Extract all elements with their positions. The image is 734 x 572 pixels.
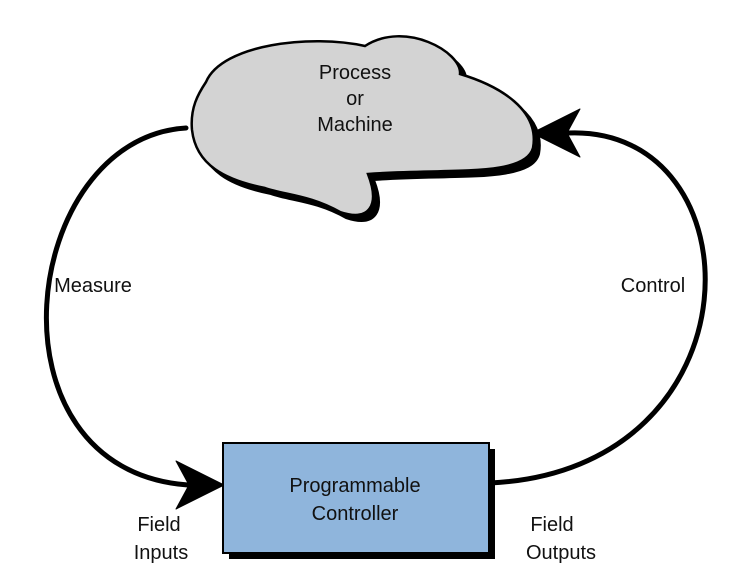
process-label-line1: Process	[319, 62, 391, 84]
controller-label-line2: Controller	[312, 503, 399, 525]
control-label: Control	[621, 275, 685, 297]
field-inputs-label-line2: Inputs	[134, 542, 188, 564]
field-inputs-label-line1: Field	[137, 514, 180, 536]
controller-box	[222, 442, 490, 554]
control-arrowhead	[531, 108, 581, 158]
measure-arrowhead	[175, 460, 225, 510]
process-label-line3: Machine	[317, 114, 393, 136]
process-label-line2: or	[346, 88, 364, 110]
field-outputs-label-line1: Field	[530, 514, 573, 536]
controller-label-line1: Programmable	[289, 475, 420, 497]
measure-label: Measure	[54, 275, 132, 297]
field-outputs-label-line2: Outputs	[526, 542, 596, 564]
measure-loop-line	[43, 125, 191, 488]
control-loop-line	[487, 130, 708, 486]
process-cloud	[190, 35, 536, 217]
